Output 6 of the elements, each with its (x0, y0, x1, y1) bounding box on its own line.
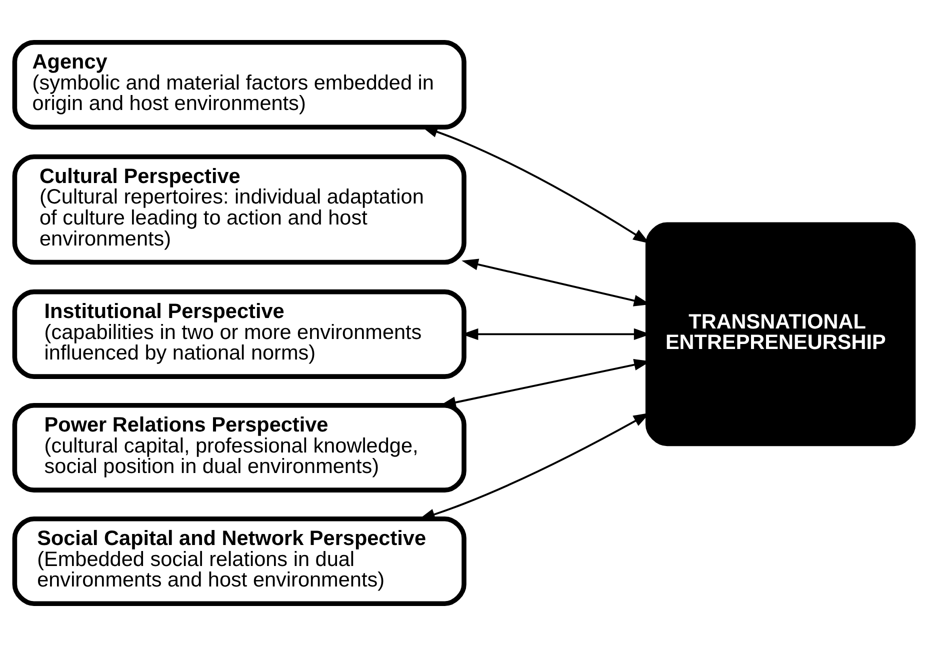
node-box: Cultural Perspective (Cultural repertoires: individual adaptation of culture leading to action and host environments) (12, 154, 466, 264)
node-box: Institutional Perspective (capabilities in two or more environments influenced by national norms) (12, 288, 466, 378)
node-box: TRANSNATIONAL ENTREPRENEURSHIP (645, 222, 916, 446)
node-box: Agency (symbolic and material factors embedded in origin and host environments) (12, 40, 466, 130)
node-box: Social Capital and Network Perspective (Embedded social relations in dual environments and host environments) (12, 516, 466, 606)
node-box: Power Relations Perspective (cultural capital, professional knowledge, social position in dual environments) (12, 402, 466, 492)
